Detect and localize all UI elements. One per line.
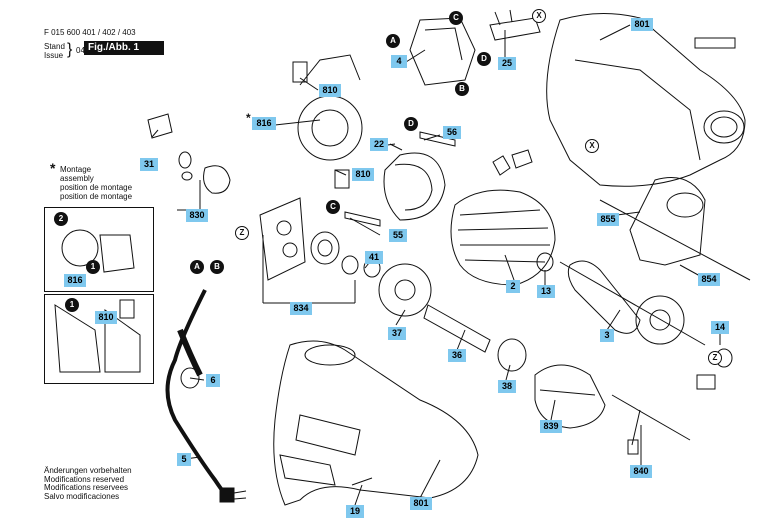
part-label-810-top: 810	[319, 84, 341, 97]
part-label-4: 4	[391, 55, 407, 68]
montage-line-de: Montage	[60, 165, 92, 174]
marker-b: B	[455, 82, 469, 96]
part-label-36: 36	[448, 349, 466, 362]
marker-x-top: X	[532, 9, 546, 23]
montage-note: Montage assembly position de montage pos…	[60, 165, 132, 201]
part-label-810-inset: 810	[95, 311, 117, 324]
footer-line-fr: Modifications reservees	[44, 483, 129, 492]
marker-b-cable: B	[210, 260, 224, 274]
marker-d: D	[477, 52, 491, 66]
part-label-816: 816	[252, 117, 276, 130]
part-label-816-inset: 816	[64, 274, 86, 287]
footer-disclaimer: Änderungen vorbehalten Modifications res…	[44, 466, 132, 501]
montage-line-fr: position de montage	[60, 183, 133, 192]
part-label-31: 31	[140, 158, 158, 171]
part-label-6: 6	[206, 374, 220, 387]
part-label-2: 2	[506, 280, 520, 293]
stand-label: Stand	[44, 42, 65, 51]
marker-a-cable: A	[190, 260, 204, 274]
part-label-38: 38	[498, 380, 516, 393]
part-label-55: 55	[389, 229, 407, 242]
part-label-22: 22	[370, 138, 388, 151]
marker-c: C	[449, 11, 463, 25]
footer-line-es: Salvo modificaciones	[44, 491, 120, 501]
brace-icon: }	[67, 41, 73, 58]
part-label-13: 13	[537, 285, 555, 298]
part-label-830: 830	[186, 209, 208, 222]
montage-line-en: assembly	[60, 174, 94, 183]
part-label-19: 19	[346, 505, 364, 518]
figure-label: Fig./Abb. 1	[84, 41, 164, 55]
marker-z-right: Z	[708, 351, 722, 365]
footer-line-en: Modifications reserved	[44, 474, 125, 484]
part-label-56: 56	[443, 126, 461, 139]
part-label-25: 25	[498, 57, 516, 70]
part-label-3: 3	[600, 329, 614, 342]
part-label-5: 5	[177, 453, 191, 466]
marker-c-lower: C	[326, 200, 340, 214]
marker-one-inset: 1	[86, 260, 100, 274]
part-label-37: 37	[388, 327, 406, 340]
star-816: *	[246, 111, 251, 125]
part-label-14: 14	[711, 321, 729, 334]
marker-a: A	[386, 34, 400, 48]
part-label-834: 834	[290, 302, 312, 315]
part-label-810-bottom: 810	[352, 168, 374, 181]
part-label-41: 41	[365, 251, 383, 264]
issue-label: Issue	[44, 51, 64, 60]
marker-one-lower: 1	[65, 298, 79, 312]
star-marker: *	[50, 160, 56, 176]
marker-x-mid: X	[585, 139, 599, 153]
part-label-839: 839	[540, 420, 562, 433]
marker-two-inset: 2	[54, 212, 68, 226]
part-label-840: 840	[630, 465, 652, 478]
part-label-855: 855	[597, 213, 619, 226]
part-label-801-bottom: 801	[410, 497, 432, 510]
footer-line-de: Änderungen vorbehalten	[44, 466, 132, 475]
document-number: F 015 600 401 / 402 / 403	[44, 28, 136, 37]
marker-z: Z	[235, 226, 249, 240]
montage-line-es: position de montage	[60, 192, 133, 201]
part-label-801-top: 801	[631, 18, 653, 31]
marker-d-lower: D	[404, 117, 418, 131]
part-label-854: 854	[698, 273, 720, 286]
